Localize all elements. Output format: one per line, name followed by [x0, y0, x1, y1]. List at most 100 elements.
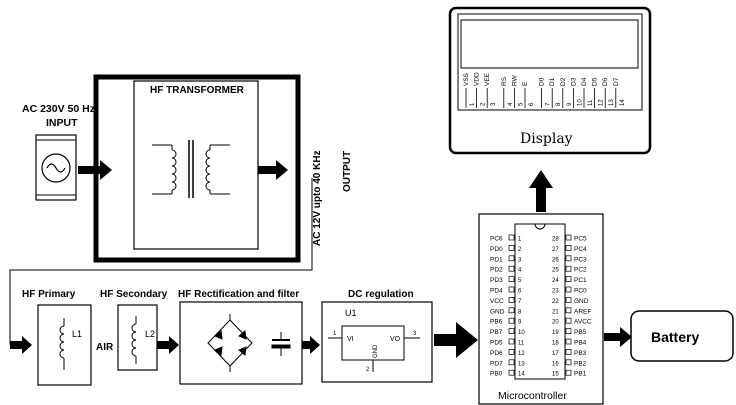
hf-transformer-outer	[93, 74, 301, 263]
mcu-right-pin-pad	[565, 234, 572, 241]
mcu-right-pin-name: PC3	[574, 256, 587, 263]
mcu-right-pin-pad	[565, 338, 572, 345]
mcu-left-pin-name: PD3	[490, 277, 503, 284]
coil-l1-icon	[59, 318, 65, 370]
mcu-left-pin-name: PB6	[490, 319, 503, 326]
air-gap-label: AIR	[96, 342, 114, 353]
lcd-pin-number: 12	[599, 99, 605, 106]
mcu-left-pin-name: PD7	[490, 360, 503, 367]
mcu-right-pin-name: PC5	[574, 236, 587, 243]
mcu-right-pin-name: AREF	[574, 308, 591, 315]
mcu-left-pin-pad	[508, 369, 515, 376]
arrow-secondary-to-rectifier	[157, 336, 179, 354]
lcd-pin-name: VEE	[484, 72, 491, 86]
lcd-pin-name: VSS	[463, 72, 470, 86]
mcu-right-pin-pad	[565, 265, 572, 272]
mcu-left-pin-pad	[508, 349, 515, 355]
mcu-right-pin-number: 27	[552, 247, 559, 253]
arrow-mcu-to-battery	[604, 327, 632, 347]
hf-transformer-inner	[133, 80, 259, 250]
regulator-vi-label: VI	[347, 336, 354, 343]
mcu-left-pin-name: PD5	[490, 340, 503, 347]
ac-source-icon	[35, 134, 77, 201]
mcu-left-pin-pad	[508, 276, 515, 282]
mcu-left-pin-number: 14	[518, 372, 525, 378]
mcu-left-pin-number: 2	[518, 247, 522, 253]
lcd-pin-name: D5	[592, 77, 599, 86]
lcd-pin-number: 6	[529, 102, 535, 106]
lcd-pin-name: D2	[560, 77, 567, 86]
arrow-regulator-to-mcu	[434, 322, 478, 358]
coil-l2-label: L2	[145, 329, 155, 339]
lcd-pin-number: 8	[556, 102, 562, 106]
lcd-pin-number: 13	[609, 99, 615, 106]
lcd-pin-number: 10	[577, 99, 583, 106]
mcu-left-pin-number: 8	[518, 309, 522, 315]
lcd-pin-name: D6	[602, 77, 609, 86]
microcontroller-box	[478, 213, 604, 405]
mcu-right-pin-name: PC1	[574, 277, 587, 284]
regulator-part-label: U1	[345, 308, 357, 318]
lcd-pin-name: D4	[581, 77, 588, 86]
mcu-left-pin-name: PD4	[490, 288, 503, 295]
mcu-left-pin-pad	[508, 255, 515, 262]
hf-secondary-title: HF Secondary	[100, 289, 168, 300]
mcu-right-pin-pad	[565, 276, 572, 282]
mcu-right-pin-number: 20	[552, 320, 559, 326]
hf-secondary-box	[117, 304, 158, 371]
coil-l1-label: L1	[72, 329, 82, 339]
mcu-left-pin-name: PD2	[490, 267, 503, 274]
lcd-pin-name: RS	[501, 76, 508, 86]
dc-regulation-title: DC regulation	[348, 289, 414, 300]
mcu-left-pin-number: 12	[518, 351, 525, 357]
mcu-right-pin-number: 25	[552, 268, 559, 274]
lcd-pin-number: 7	[546, 102, 552, 106]
arrow-mcu-to-display	[529, 170, 553, 212]
mcu-right-pin-number: 28	[552, 237, 559, 243]
transformer-symbol-icon	[152, 140, 230, 198]
mcu-left-pin-number: 3	[518, 257, 522, 263]
hf-primary-box	[37, 304, 92, 386]
mcu-right-pin-name: PB3	[574, 350, 587, 357]
coil-l2-icon	[131, 316, 137, 364]
mcu-right-pin-pad	[565, 317, 572, 324]
mcu-left-pin-name: VCC	[490, 298, 504, 305]
voltage-regulator-icon	[328, 325, 420, 372]
mcu-right-pin-number: 19	[552, 330, 559, 336]
mcu-left-pin-pad	[508, 265, 515, 272]
display-title: Display	[520, 131, 573, 147]
mcu-left-pin-number: 6	[518, 289, 522, 295]
lcd-pin-number: 11	[588, 99, 594, 106]
mcu-left-pin-number: 11	[518, 341, 525, 347]
mcu-right-pin-pad	[565, 245, 572, 251]
lcd-pin-group: VSS1VDD2VEE3RS4RW5E6D07D18D29D310D411D51…	[463, 72, 626, 108]
mcu-right-pin-name: PC4	[574, 246, 587, 253]
battery-box	[630, 310, 734, 362]
arrow-transformer-to-output	[258, 160, 288, 180]
mcu-right-pin-number: 16	[552, 361, 559, 367]
mcu-right-pin-pad	[565, 297, 572, 303]
input-label-line2: INPUT	[46, 117, 78, 129]
mcu-left-pin-pad	[508, 317, 515, 324]
regulator-pin2: 2	[366, 367, 370, 373]
microcontroller-chip	[514, 223, 566, 380]
lcd-pin-number: 9	[567, 102, 573, 106]
mcu-left-pin-pad	[508, 286, 515, 293]
lcd-pin-name: E	[522, 81, 529, 86]
filter-capacitor-icon	[271, 332, 291, 356]
lcd-pin-number: 14	[620, 99, 626, 106]
lcd-pin-number: 1	[470, 102, 476, 106]
mcu-right-pin-name: PB4	[574, 340, 587, 347]
mcu-right-pin-name: PC0	[574, 288, 587, 295]
mcu-left-pin-number: 5	[518, 278, 522, 284]
lcd-pin-name: VDD	[474, 72, 481, 86]
hf-transformer-title: HF TRANSFORMER	[150, 85, 245, 96]
lcd-pin-number: 2	[481, 102, 487, 106]
regulator-pin3: 3	[413, 331, 417, 337]
bridge-rectifier-icon	[207, 314, 253, 372]
mcu-left-pin-number: 9	[518, 320, 522, 326]
mcu-right-pin-number: 23	[552, 289, 559, 295]
chip-notch-icon	[534, 223, 546, 230]
mcu-left-pin-name: PB0	[490, 371, 503, 378]
